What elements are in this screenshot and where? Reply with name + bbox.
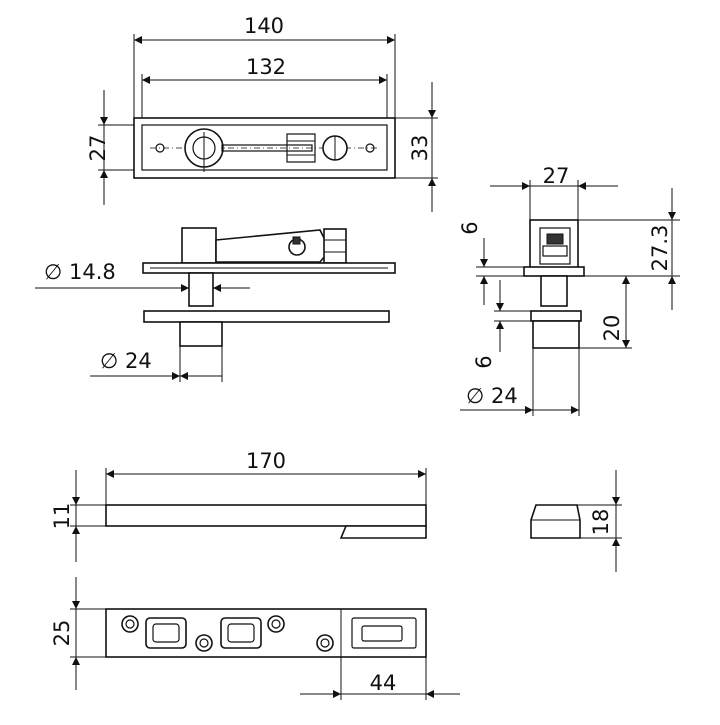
top-plate-outer <box>133 117 396 179</box>
dim-label-25: 25 <box>50 620 74 647</box>
dim-33-right: 33 <box>395 82 438 212</box>
dim-20: 20 <box>567 275 632 349</box>
side-strike-plate <box>530 310 582 322</box>
dim-label-24-side: ∅ 24 <box>466 384 518 408</box>
cap-body <box>530 504 581 539</box>
dim-18: 18 <box>577 470 622 572</box>
top-plate-inner <box>141 124 388 171</box>
side-top-plate <box>523 266 585 277</box>
side-housing-inner <box>539 227 571 265</box>
side-roller <box>546 233 564 245</box>
dim-label-132: 132 <box>246 55 286 79</box>
side-shaft <box>540 275 568 307</box>
dim-27-3: 27.3 <box>578 188 680 310</box>
strike-pocket <box>351 617 417 649</box>
dim-140: 140 <box>133 14 396 118</box>
dim-label-170: 170 <box>246 449 286 473</box>
dim-label-14-8: ∅ 14.8 <box>44 260 116 284</box>
strike-screw-2 <box>195 634 213 652</box>
strike-plan-view <box>105 608 427 658</box>
side-view <box>523 219 585 349</box>
strike-screw-3 <box>267 615 285 633</box>
dim-44: 44 <box>300 657 460 700</box>
dim-label-27-left: 27 <box>86 135 110 162</box>
dim-132: 132 <box>141 55 388 118</box>
strike-side-lip <box>339 525 427 539</box>
dim-11: 11 <box>50 470 106 562</box>
dim-label-44: 44 <box>370 671 397 695</box>
strike-slot-1 <box>145 617 187 649</box>
dim-label-18: 18 <box>589 509 613 536</box>
dim-24-front: ∅ 24 <box>90 346 223 382</box>
front-strike-plate <box>143 310 390 323</box>
dim-label-27-3: 27.3 <box>648 225 672 272</box>
dim-label-140: 140 <box>244 14 284 38</box>
dim-24-side: ∅ 24 <box>460 348 580 416</box>
front-boss <box>179 321 223 347</box>
top-adjuster-block <box>286 133 316 163</box>
dim-label-6-upper: 6 <box>458 221 482 234</box>
strike-screw-4 <box>316 634 334 652</box>
top-screw-hole-right <box>365 143 375 153</box>
dim-14-8: ∅ 14.8 <box>35 260 250 292</box>
dim-6-lower: 6 <box>472 280 531 369</box>
dim-25: 25 <box>50 577 106 690</box>
strike-screw-1 <box>121 615 139 633</box>
dim-label-6-lower: 6 <box>472 355 496 368</box>
dim-27-left: 27 <box>86 90 134 205</box>
top-screw-hole-left <box>155 143 165 153</box>
dim-label-27-side: 27 <box>543 164 570 188</box>
top-plan-view <box>133 117 396 179</box>
strike-slot-2 <box>220 617 262 649</box>
dim-label-24-front: ∅ 24 <box>100 349 152 373</box>
dim-27-side: 27 <box>490 164 618 220</box>
dim-label-20: 20 <box>600 315 624 342</box>
top-arm <box>221 144 313 152</box>
dim-label-33-right: 33 <box>408 135 432 162</box>
strike-side-body <box>105 504 427 527</box>
side-boss <box>532 320 580 349</box>
cap-view <box>530 504 581 539</box>
front-pivot-housing <box>181 227 217 264</box>
strike-side-view <box>105 504 427 539</box>
dim-6-upper: 6 <box>458 221 524 305</box>
front-elevation-view <box>142 227 396 347</box>
dim-label-11: 11 <box>50 503 74 530</box>
dim-170: 170 <box>105 449 427 505</box>
front-roller-block <box>323 228 347 264</box>
front-shaft <box>188 272 214 307</box>
front-arm-body <box>215 229 331 263</box>
